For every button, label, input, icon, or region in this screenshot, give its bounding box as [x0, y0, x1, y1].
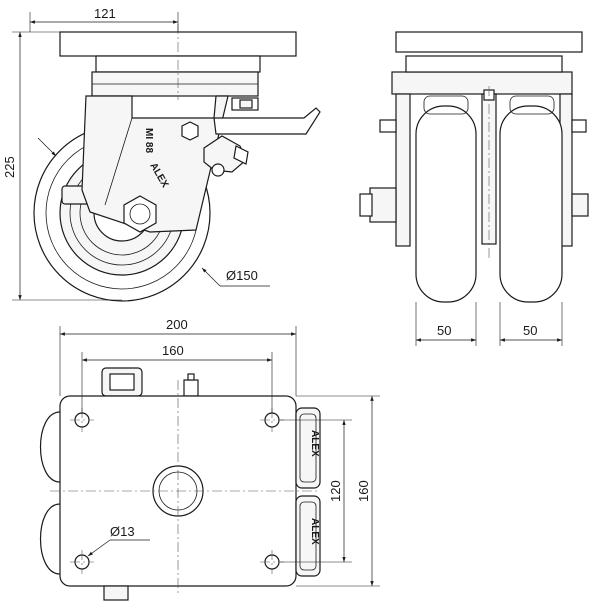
front-swivel-housing — [391, 71, 573, 95]
plan-grease-nipple — [183, 379, 199, 397]
dim-label-121: 121 — [94, 6, 116, 21]
plan-axle-nut-bottom — [103, 585, 129, 601]
plan-wheel-left-top — [39, 411, 61, 483]
front-view: 50 50 — [359, 31, 589, 346]
plan-wheel-left-bottom — [39, 503, 61, 575]
side-brake-lever — [213, 107, 321, 135]
plan-tyre-brand-bottom: ALEX — [309, 518, 320, 545]
plan-tyre-right-top — [295, 407, 321, 489]
front-axle-bolt — [369, 187, 397, 223]
dim-label-dia13: Ø13 — [110, 524, 135, 539]
dim-label-120: 120 — [328, 480, 343, 502]
plan-tyre-right-bottom — [295, 495, 321, 577]
dim-label-200: 200 — [166, 317, 188, 332]
side-view: MI 88 ALEX 121 225 Ø150 — [2, 6, 321, 302]
dim-label-50-left: 50 — [437, 323, 451, 338]
dim-line-dia13 — [87, 539, 111, 557]
front-top-plate — [395, 31, 583, 53]
front-wheel-left — [415, 105, 477, 303]
dim-line-dia150 — [201, 267, 221, 287]
side-small-bolt — [181, 121, 199, 141]
dim-label-225: 225 — [2, 156, 17, 178]
side-fork-brand-mark: MI 88 — [143, 128, 154, 153]
side-axle-nut — [123, 195, 157, 233]
dim-label-160-width: 160 — [356, 480, 371, 502]
front-fork-left — [395, 93, 411, 247]
dim-label-50-right: 50 — [523, 323, 537, 338]
side-brake-mechanism — [203, 135, 247, 173]
dim-label-160-length: 160 — [162, 343, 184, 358]
front-wheel-right — [499, 105, 563, 303]
dim-label-dia150: Ø150 — [226, 268, 258, 283]
plan-tyre-brand-top: ALEX — [309, 430, 320, 457]
plan-view: ALEX ALEX 200 160 120 160 Ø13 — [39, 317, 380, 601]
